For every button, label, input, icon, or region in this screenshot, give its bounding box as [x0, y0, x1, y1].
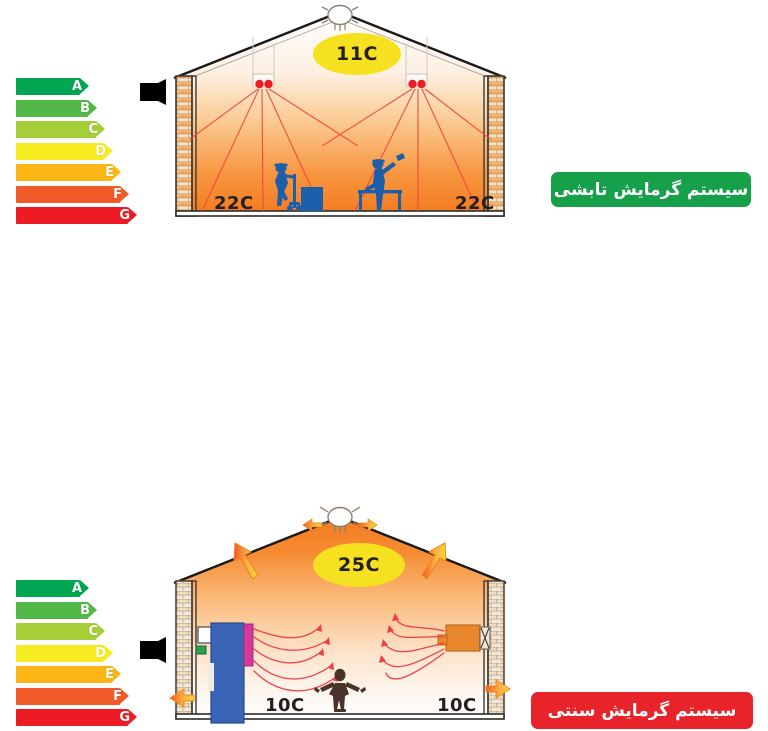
energy-bar-f: F [16, 687, 129, 705]
floor-temperature-right-radiant: 22C [455, 193, 495, 214]
floor-temperature-right-conventional: 10C [437, 695, 477, 716]
worker-figure-left [274, 163, 323, 211]
energy-bar-a-body [16, 580, 80, 597]
energy-bar-a: A [16, 78, 89, 95]
energy-bar-g-letter: G [119, 208, 130, 223]
energy-bar-e-tip [112, 164, 121, 180]
energy-bar-f-body [16, 185, 120, 203]
energy-bar-a: A [16, 580, 89, 597]
energy-bar-a-letter: A [71, 581, 82, 596]
energy-rating-pointer-radiant [140, 79, 166, 105]
energy-bar-g-body [16, 207, 128, 224]
floor-temperature-left-conventional: 10C [265, 695, 305, 716]
energy-bar-d-tip [104, 142, 113, 159]
energy-bar-c-tip [96, 121, 105, 137]
energy-bar-e-letter: E [105, 667, 114, 682]
energy-bar-b-body [16, 99, 88, 117]
energy-bar-b-letter: B [80, 100, 90, 116]
energy-bar-d: D [16, 644, 113, 662]
energy-bar-g: G [16, 207, 137, 224]
energy-bar-d-body [16, 142, 104, 160]
energy-bar-a-body [16, 78, 80, 95]
worker-figure-right [358, 153, 405, 211]
energy-bar-d-letter: D [95, 143, 106, 159]
energy-bar-g-tip [128, 207, 137, 223]
energy-bar-f-tip [120, 185, 129, 202]
energy-bar-b-tip [88, 99, 97, 116]
energy-bar-a-tip [80, 78, 89, 94]
pointer-stub [140, 83, 162, 101]
conventional-heating-panel: A B C D E F G [0, 245, 768, 729]
energy-bar-c-letter: C [88, 624, 98, 639]
energy-bar-f-letter: F [113, 186, 122, 202]
energy-bar-d-body [16, 644, 104, 662]
ceiling-temperature-radiant: 11C [313, 33, 401, 75]
energy-bar-g-letter: G [119, 710, 130, 725]
energy-bar-e-letter: E [105, 165, 114, 180]
energy-bar-c: C [16, 623, 105, 640]
energy-rating-scale-conventional: A B C D E F G [16, 580, 137, 731]
energy-bar-c: C [16, 121, 105, 138]
wall-heater-unit [437, 624, 491, 652]
energy-bar-e: E [16, 164, 121, 181]
radiant-rays [189, 88, 491, 212]
energy-bar-c-body [16, 121, 96, 138]
energy-bar-e: E [16, 666, 121, 683]
radiant-heater-right [405, 37, 428, 89]
energy-bar-b-body [16, 601, 88, 619]
energy-bar-b: B [16, 601, 97, 619]
energy-rating-scale-radiant: A B C D E F G [16, 78, 137, 229]
energy-bar-d: D [16, 142, 113, 160]
energy-bar-f-letter: F [113, 688, 122, 704]
energy-bar-e-body [16, 164, 112, 181]
conventional-system-badge: سیستم گرمایش سنتی [531, 692, 753, 729]
energy-bar-d-letter: D [95, 645, 106, 661]
energy-bar-b: B [16, 99, 97, 117]
energy-bar-g: G [16, 709, 137, 726]
radiant-system-badge: سیستم گرمایش تابشی [551, 172, 751, 207]
energy-bar-c-body [16, 623, 96, 640]
roof-vent-icon [321, 4, 359, 31]
ceiling-temperature-conventional: 25C [313, 543, 405, 587]
floor-temperature-left-radiant: 22C [214, 193, 254, 214]
energy-bar-f: F [16, 185, 129, 203]
energy-bar-a-letter: A [71, 79, 82, 94]
energy-bar-c-letter: C [88, 122, 98, 137]
energy-bar-g-body [16, 709, 128, 726]
energy-bar-b-letter: B [80, 602, 90, 618]
energy-bar-f-body [16, 687, 120, 705]
energy-bar-e-body [16, 666, 112, 683]
radiant-heating-panel: A B C D E F G [0, 0, 768, 244]
radiant-building-illustration [150, 4, 530, 228]
radiant-heater-left [252, 37, 275, 89]
